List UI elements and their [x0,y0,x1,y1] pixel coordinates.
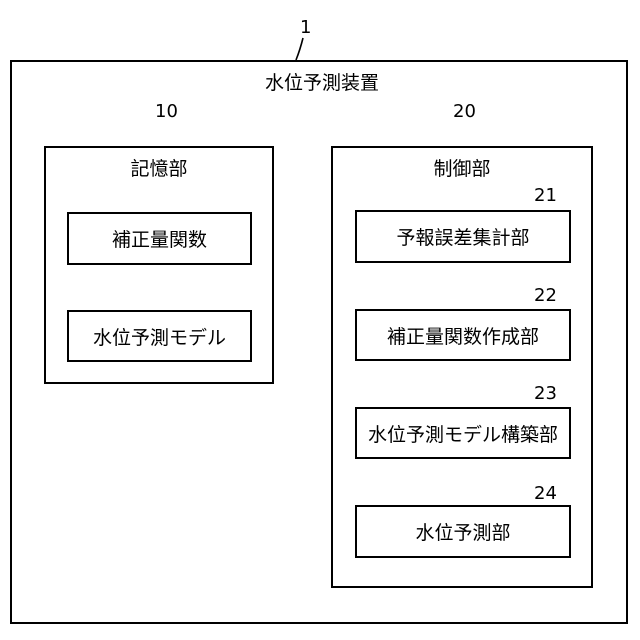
control-item-label: 水位予測部 [415,518,510,545]
control-item-correction-function-creation: 補正量関数作成部 [355,309,571,361]
control-item-label: 予報誤差集計部 [396,223,529,250]
control-item-forecast-error-aggregation: 予報誤差集計部 [355,210,571,263]
control-item-24-ref: 24 [534,485,557,503]
storage-title: 記憶部 [44,160,274,179]
control-item-model-construction: 水位予測モデル構築部 [355,407,571,459]
storage-item-label: 水位予測モデル [93,323,226,350]
control-item-label: 補正量関数作成部 [387,322,539,349]
leader-device [296,38,303,60]
control-item-23-ref: 23 [534,385,557,403]
control-item-water-level-prediction: 水位予測部 [355,505,571,558]
storage-item-label: 補正量関数 [112,225,207,252]
device-title-text: 水位予測装置 [0,74,640,93]
control-item-21-ref: 21 [534,187,557,205]
control-item-22-ref: 22 [534,287,557,305]
device-ref-number: 1 [300,19,311,37]
storage-ref-number: 10 [155,103,178,121]
storage-item-correction-function: 補正量関数 [67,212,252,265]
storage-item-water-level-model: 水位予測モデル [67,310,252,362]
control-item-label: 水位予測モデル構築部 [368,420,558,447]
control-title: 制御部 [331,160,593,179]
device-title: 水位予測装置 [0,74,640,93]
control-ref-number: 20 [453,103,476,121]
